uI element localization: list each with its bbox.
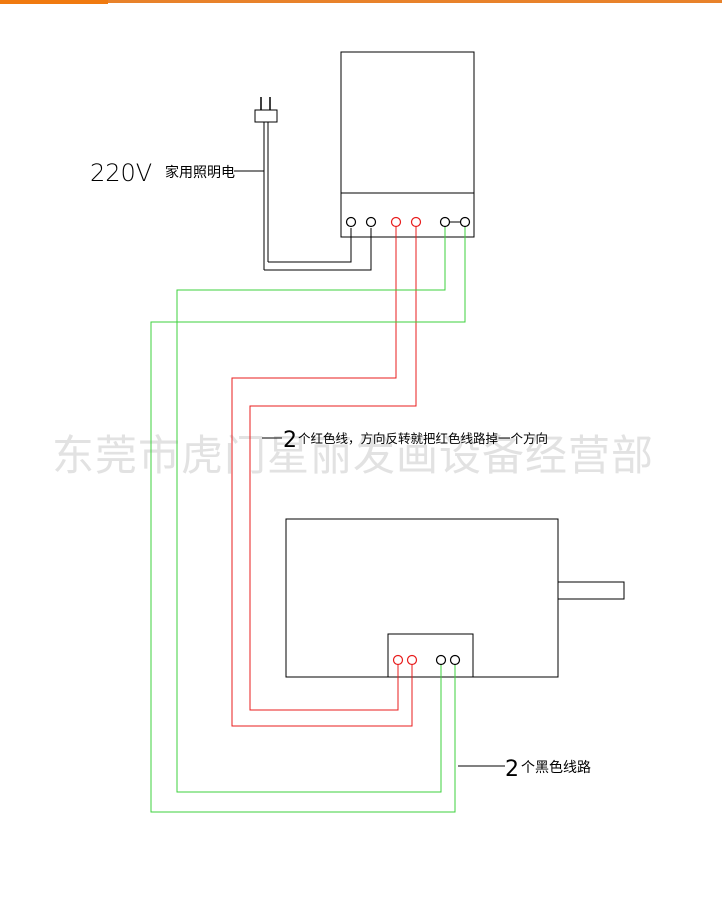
top-rule-accent	[0, 0, 108, 4]
black-count-label: 2	[505, 757, 519, 782]
black-desc-label: 个黑色线路	[521, 759, 591, 776]
red-count-label: 2	[283, 428, 297, 453]
controller-terminal-4	[410, 216, 422, 228]
red-wires	[231, 227, 417, 727]
green-wire-2	[150, 227, 466, 813]
controller-terminals	[345, 216, 471, 228]
red-desc-label: 个红色线，方向反转就把红色线路掉一个方向	[298, 431, 548, 446]
motor-terminals	[392, 654, 461, 666]
top-rule	[0, 0, 722, 3]
motor-terminal-4	[449, 654, 461, 666]
power-desc-label: 家用照明电	[165, 164, 235, 181]
motor-terminal-1	[392, 654, 404, 666]
motor-terminal-block	[387, 633, 474, 678]
red-wire-1	[231, 227, 413, 727]
controller-box	[340, 51, 475, 238]
power-cord	[234, 170, 372, 271]
motor-terminal-2	[406, 654, 418, 666]
motor-shaft	[557, 581, 625, 600]
watermark-text: 东莞市虎门星丽发画设备经营部	[52, 431, 654, 480]
controller-terminal-1	[345, 216, 357, 228]
controller-terminal-3	[390, 216, 402, 228]
controller-terminal-5	[439, 216, 451, 228]
green-wires	[150, 227, 466, 813]
motor-terminal-3	[435, 654, 447, 666]
plug-icon	[254, 97, 278, 270]
red-wire-2	[249, 227, 417, 711]
green-wire-1	[176, 227, 446, 793]
power-voltage-label: 220V	[90, 159, 152, 187]
controller-terminal-2	[365, 216, 377, 228]
motor-box	[285, 518, 625, 678]
controller-terminal-6	[459, 216, 471, 228]
